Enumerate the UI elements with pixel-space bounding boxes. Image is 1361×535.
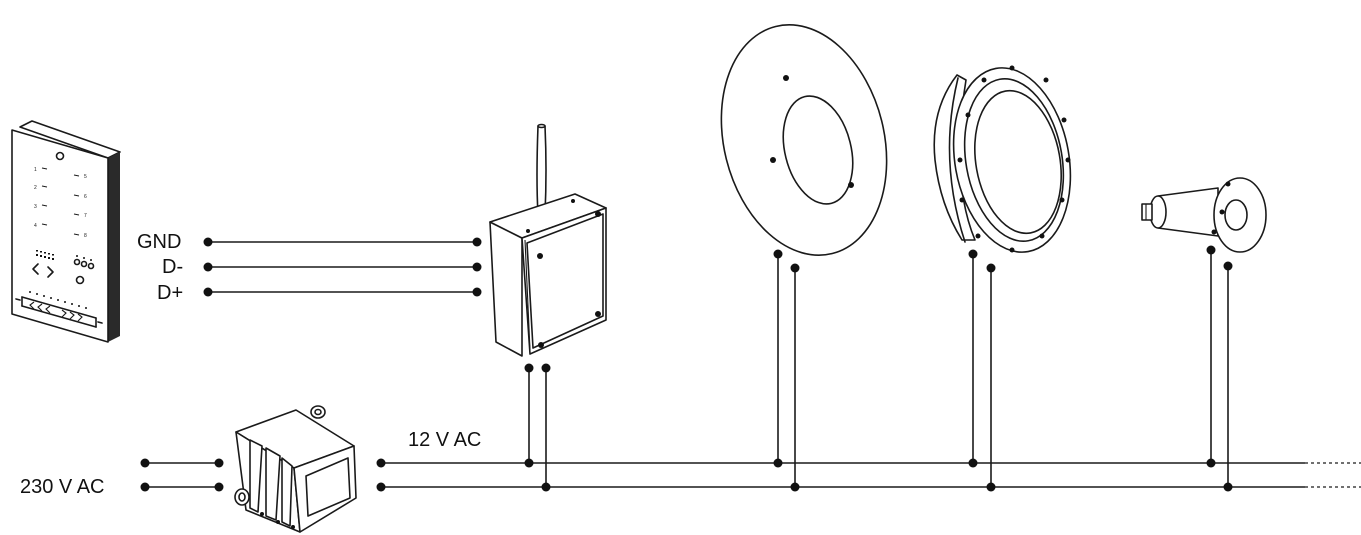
power-drop-wires [524,245,1233,492]
panel-number: 1 [34,167,37,173]
voltage-12v-label: 12 V AC [408,429,482,451]
panel-slider [15,296,103,328]
panel-right-buttons [73,174,80,236]
chevron-left-icon [32,263,39,275]
pool-light-small [1141,177,1267,253]
panel-number: 4 [34,223,37,229]
pool-light-deep [933,65,1072,253]
panel-number: 3 [34,204,37,210]
d-plus-label: D+ [157,282,184,304]
panel-number: 8 [84,233,87,239]
d-minus-label: D- [162,256,184,278]
panel-left-buttons [41,167,48,226]
panel-indicator-dots [36,250,54,260]
chevron-right-icon [47,266,54,278]
transformer [234,405,357,533]
control-panel: 1 2 3 4 5 6 7 8 [11,120,121,343]
panel-round-buttons [73,255,95,270]
voltage-230v-label: 230 V AC [20,476,105,498]
panel-number: 2 [34,185,37,191]
controller-box [489,123,607,357]
pool-light-large [720,24,888,256]
power-icon [55,151,65,161]
panel-slider-dots [29,291,87,309]
gnd-label: GND [137,231,182,253]
panel-number: 5 [84,174,87,180]
power-bus-wires [140,458,1361,492]
antenna [536,125,547,215]
power-icon [75,275,85,285]
data-bus-wires [203,237,482,297]
panel-number: 6 [84,194,87,200]
panel-number: 7 [84,213,87,219]
